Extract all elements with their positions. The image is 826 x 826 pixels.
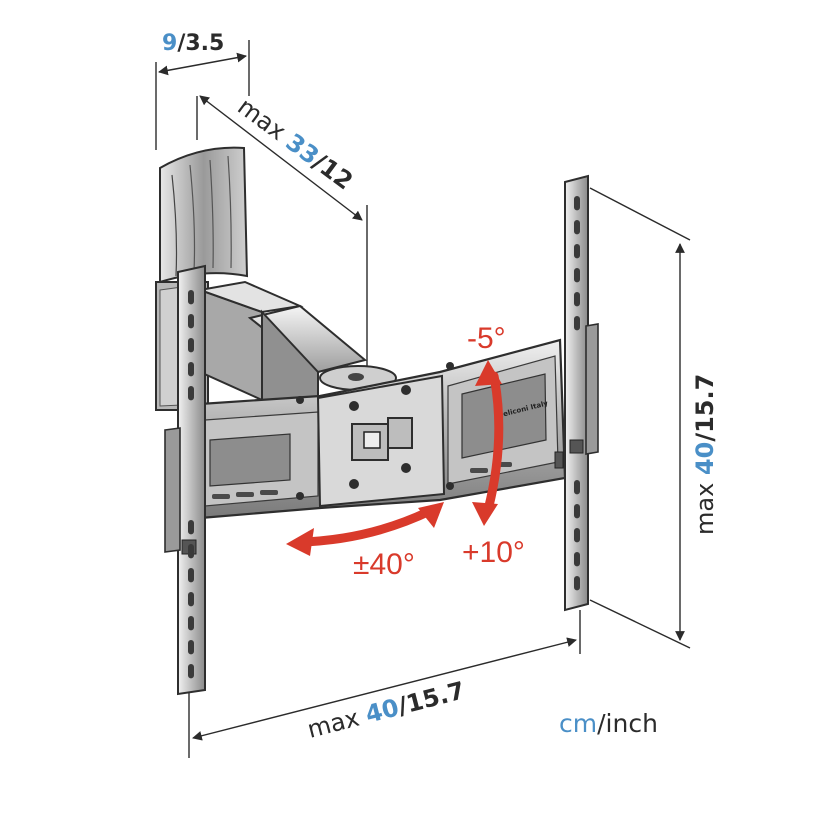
rail-slot	[574, 576, 580, 591]
rail-slot	[574, 552, 580, 567]
swivel-arrow	[286, 502, 444, 556]
rail-slot	[188, 520, 194, 535]
rail-slot	[574, 528, 580, 543]
rail-slot	[188, 664, 194, 679]
units-cm: cm	[559, 709, 597, 738]
width-prefix: max	[304, 702, 369, 744]
rail-slot	[574, 244, 580, 259]
right-rail-slots	[574, 196, 580, 591]
tilt-down-label: +10°	[462, 536, 525, 569]
rail-slot	[188, 544, 194, 559]
units-inch: inch	[606, 709, 658, 738]
rail-slot	[188, 362, 194, 377]
height-inch: /15.7	[691, 374, 719, 442]
height-cm: 40	[691, 442, 719, 475]
rail-slot	[574, 220, 580, 235]
rail-slot	[188, 568, 194, 583]
rail-slot	[574, 504, 580, 519]
tilt-arrow	[472, 360, 504, 526]
dimension-lines	[155, 40, 691, 758]
left-rail-slots	[188, 290, 194, 679]
height-prefix: max	[691, 475, 719, 535]
units-sep: /	[597, 709, 606, 738]
rail-slot	[574, 292, 580, 307]
tilt-up-label: -5°	[467, 322, 506, 355]
swivel-label: ±40°	[353, 548, 415, 581]
rail-slot	[574, 480, 580, 495]
rail-slot	[188, 616, 194, 631]
rail-slot	[188, 338, 194, 353]
depth-min-cm: 9	[162, 31, 177, 56]
rail-slot	[188, 386, 194, 401]
rail-slot	[574, 268, 580, 283]
rail-slot	[574, 316, 580, 331]
width-label: max 40/15.7	[304, 676, 467, 743]
left-vertical-rail	[164, 264, 206, 696]
right-vertical-rail	[554, 174, 599, 612]
rail-slot	[188, 314, 194, 329]
rail-slot	[188, 640, 194, 655]
rail-slot	[574, 196, 580, 211]
rail-slot	[188, 290, 194, 305]
rail-slot	[188, 592, 194, 607]
depth-min-inch: /3.5	[177, 31, 224, 56]
depth-min-label: 9/3.5	[162, 31, 224, 56]
height-label: max 40/15.7	[691, 374, 719, 535]
units-legend: cm/inch	[559, 709, 658, 738]
horizontal-bracket	[198, 338, 567, 520]
depth-max-label: max 33/12	[232, 92, 358, 195]
swing-arm	[196, 280, 397, 414]
